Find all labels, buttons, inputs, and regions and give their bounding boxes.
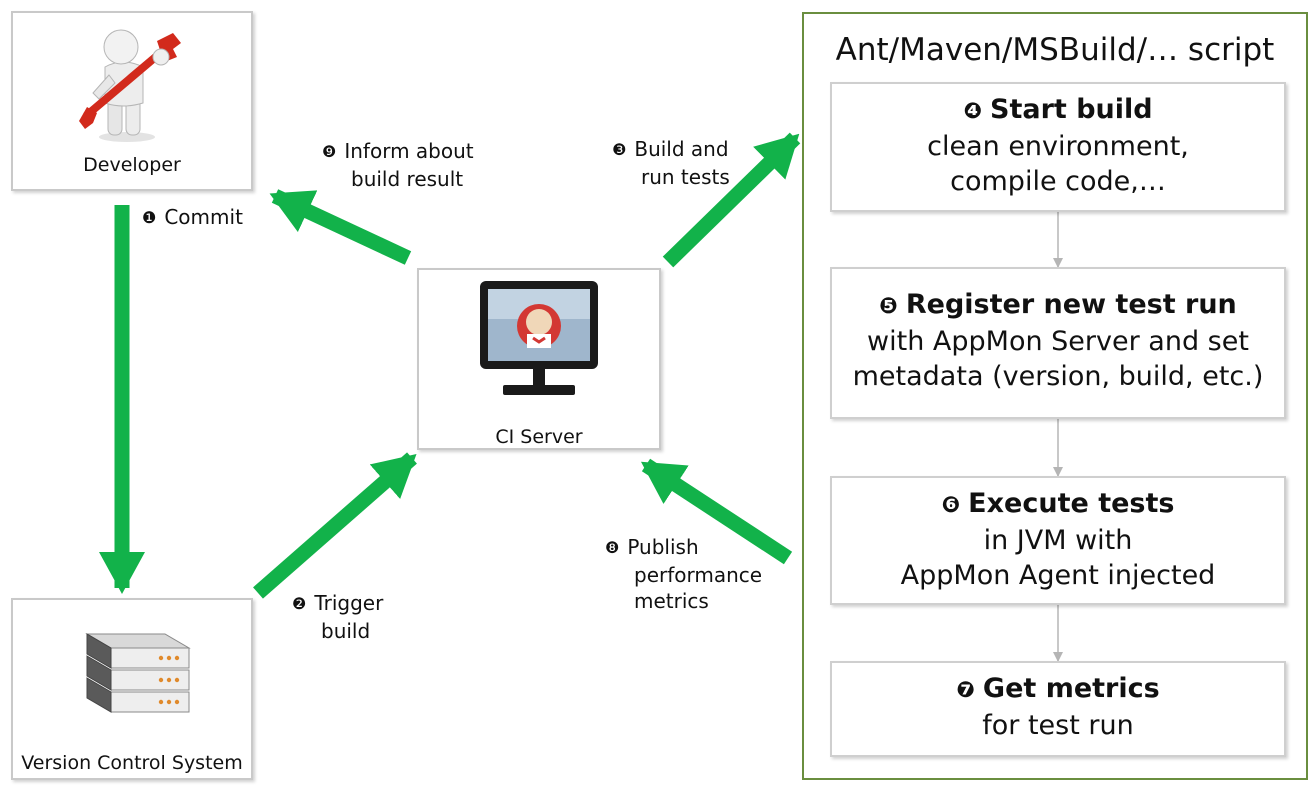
edge-text: run tests — [641, 165, 730, 189]
arrow-trigger — [253, 452, 417, 599]
step-get-metrics: ❼ Get metrics for test run — [830, 661, 1286, 757]
step-number-4: ❹ — [963, 99, 983, 124]
step-title: Get metrics — [982, 673, 1160, 704]
jenkins-monitor-icon — [480, 281, 598, 395]
edge-text: Commit — [164, 205, 243, 229]
step-number-2: ❷ — [292, 594, 307, 613]
step-number-8: ❽ — [605, 538, 620, 557]
edge-text: build result — [351, 167, 464, 191]
step-number-9: ❾ — [322, 142, 337, 161]
step-connectors — [1053, 212, 1063, 662]
step-number-5: ❺ — [879, 294, 898, 319]
step-register-test-run: ❺ Register new test run with AppMon Serve… — [830, 267, 1286, 419]
developer-node: Developer — [11, 11, 253, 191]
edge-label-inform: ❾ Inform about build result — [322, 138, 474, 192]
step-number-1: ❶ — [142, 208, 157, 227]
step-detail: clean environment, — [927, 131, 1189, 162]
edge-text: Publish — [627, 535, 699, 559]
step-title: Start build — [990, 94, 1153, 125]
edge-text: metrics — [634, 589, 709, 613]
step-detail: metadata (version, build, etc.) — [852, 361, 1264, 392]
edge-text: build — [321, 619, 371, 643]
server-unit — [85, 633, 191, 669]
arrow-publish — [640, 458, 793, 565]
vcs-label: Version Control System — [21, 752, 243, 774]
script-title: Ant/Maven/MSBuild/… script — [835, 32, 1275, 68]
edge-text: performance — [634, 563, 763, 587]
script-frame: Ant/Maven/MSBuild/… script ❹ Start build … — [802, 12, 1308, 780]
step-title: Register new test run — [905, 289, 1237, 320]
step-detail: AppMon Agent injected — [900, 560, 1216, 591]
step-start-build: ❹ Start build clean environment, compile … — [830, 82, 1286, 212]
edge-label-build-tests: ❸ Build and run tests — [612, 136, 730, 190]
edge-label-commit: ❶ Commit — [142, 204, 243, 232]
step-number-7: ❼ — [956, 678, 975, 703]
ci-server-node: CI Server — [417, 268, 661, 450]
edge-label-publish: ❽ Publish performance metrics — [605, 534, 762, 614]
step-detail: with AppMon Server and set — [867, 326, 1249, 357]
edge-text: Build and — [634, 137, 729, 161]
arrow-build-tests — [662, 132, 801, 268]
arrow-inform — [269, 189, 412, 265]
server-unit — [86, 677, 190, 713]
person-with-wrench-icon — [79, 29, 181, 142]
step-detail: for test run — [982, 710, 1134, 741]
developer-label: Developer — [83, 154, 181, 176]
server-stack-icon — [85, 633, 191, 713]
server-unit — [86, 655, 190, 691]
step-title: Execute tests — [968, 488, 1175, 519]
step-detail: compile code,… — [950, 166, 1166, 197]
step-number-6: ❻ — [941, 493, 961, 518]
step-detail: in JVM with — [983, 525, 1133, 556]
vcs-node: Version Control System — [11, 598, 253, 780]
edge-label-trigger: ❷ Trigger build — [292, 590, 383, 644]
step-number-3: ❸ — [612, 140, 627, 159]
edge-text: Inform about — [344, 139, 474, 163]
ci-server-label: CI Server — [495, 426, 583, 448]
step-execute-tests: ❻ Execute tests in JVM with AppMon Agent … — [830, 476, 1286, 605]
edge-text: Trigger — [314, 591, 384, 615]
